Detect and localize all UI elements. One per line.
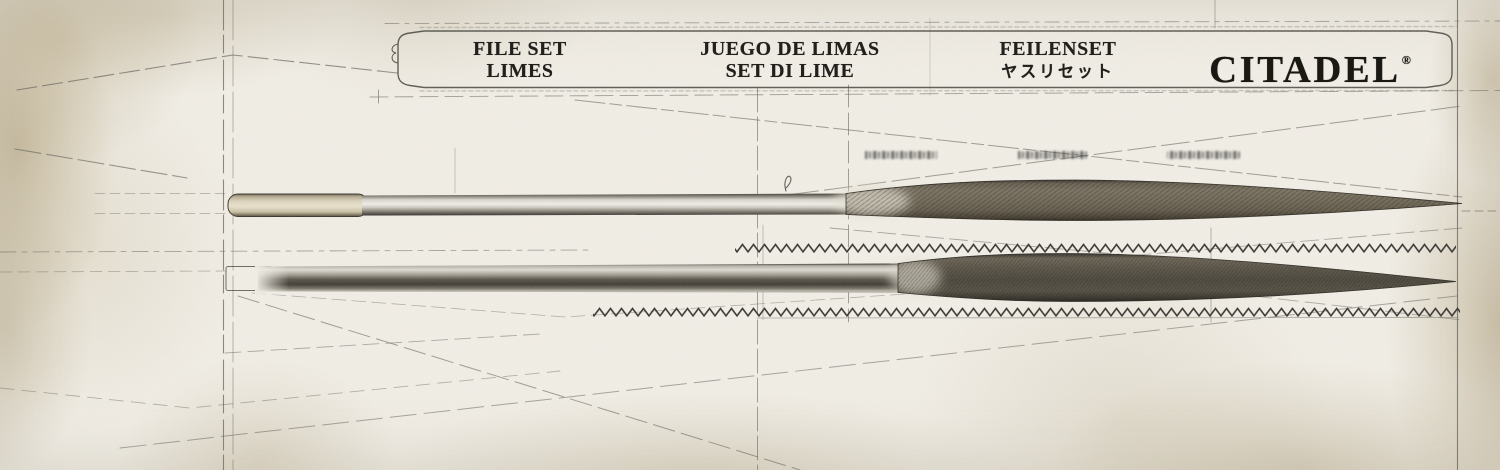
title-line: JUEGO DE LIMAS bbox=[700, 38, 880, 60]
title-english-french: FILE SET LIMES bbox=[410, 38, 630, 86]
title-german-japanese: FEILENSET ヤスリセット bbox=[948, 38, 1168, 86]
title-plaque: FILE SET LIMES JUEGO DE LIMAS SET DI LIM… bbox=[395, 30, 1455, 91]
registered-trademark-symbol: ® bbox=[1401, 53, 1411, 67]
title-line: FEILENSET bbox=[999, 38, 1117, 60]
title-spanish-italian: JUEGO DE LIMAS SET DI LIME bbox=[680, 38, 900, 86]
title-line: SET DI LIME bbox=[725, 60, 855, 82]
title-line-japanese: ヤスリセット bbox=[1001, 62, 1115, 81]
title-line: FILE SET bbox=[473, 38, 567, 60]
brand-name: CITADEL bbox=[1209, 49, 1401, 91]
title-line: LIMES bbox=[486, 60, 554, 82]
brand-logo: CITADEL® bbox=[1188, 37, 1433, 91]
